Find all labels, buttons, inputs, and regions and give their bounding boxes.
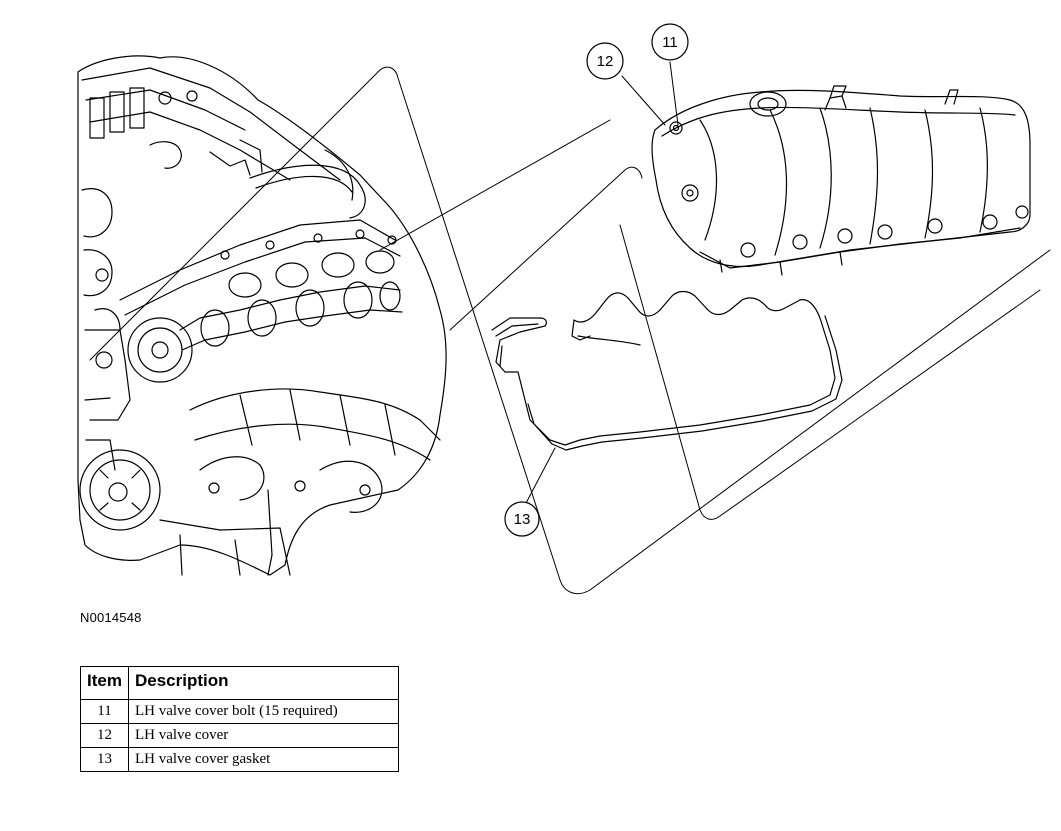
callout-13: [504, 501, 540, 537]
legend-header-item: Item: [80, 666, 129, 700]
valve-cover-drawing: [651, 85, 1031, 276]
callout-11-label: 11: [662, 34, 678, 51]
phantom-guide-lines: [89, 66, 1051, 595]
legend-table: Item Description 11 LH valve cover bolt …: [80, 666, 400, 772]
callout-13-label: 13: [514, 511, 531, 528]
legend-item-description: LH valve cover bolt (15 required): [127, 699, 400, 724]
callout-11: [651, 23, 689, 61]
callout-12: [586, 42, 624, 80]
legend-item-description: LH valve cover: [127, 723, 400, 748]
callout-leaders: [524, 61, 679, 506]
callout-12-label: 12: [597, 53, 614, 70]
legend-header-row: Item Description: [80, 666, 400, 700]
legend-item-number: 11: [80, 699, 129, 724]
table-row: 13 LH valve cover gasket: [80, 747, 400, 772]
legend-header-description: Description: [127, 666, 400, 700]
engine-illustration: 11 12 13: [77, 23, 1051, 595]
table-row: 11 LH valve cover bolt (15 required): [80, 699, 400, 724]
legend-item-number: 12: [80, 723, 129, 748]
legend-item-number: 13: [80, 747, 129, 772]
figure-id: N0014548: [80, 610, 142, 625]
table-row: 12 LH valve cover: [80, 723, 400, 748]
legend-item-description: LH valve cover gasket: [127, 747, 400, 772]
engine-block-drawing: [77, 55, 447, 576]
valve-cover-gasket-drawing: [491, 290, 843, 451]
